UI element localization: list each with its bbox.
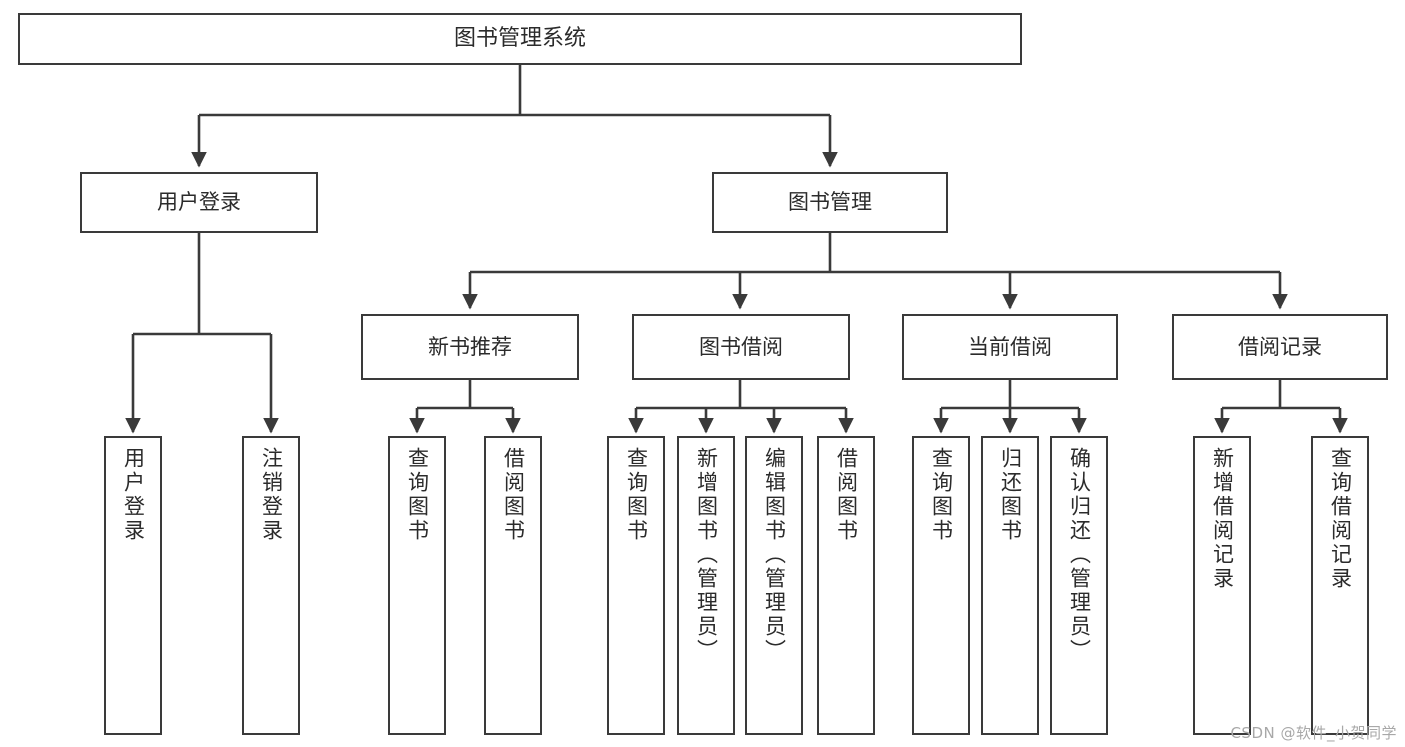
leaf-logout[interactable]: 注销登录 [242, 436, 300, 735]
leaf-borrow-book-recommend[interactable]: 借阅图书 [484, 436, 542, 735]
node-label: 查询图书 [929, 447, 954, 543]
node-label: 编辑图书（管理员） [762, 447, 787, 663]
node-label: 新书推荐 [428, 334, 512, 359]
leaf-query-book-borrow[interactable]: 查询图书 [607, 436, 665, 735]
node-label: 查询图书 [624, 447, 649, 543]
node-label: 图书管理 [788, 190, 872, 215]
node-label: 图书借阅 [699, 334, 783, 359]
node-label: 用户登录 [157, 190, 241, 215]
node-label: 借阅记录 [1238, 334, 1322, 359]
leaf-edit-book-admin[interactable]: 编辑图书（管理员） [745, 436, 803, 735]
leaf-confirm-return-admin[interactable]: 确认归还（管理员） [1050, 436, 1108, 735]
node-label: 图书管理系统 [453, 26, 586, 52]
node-borrow-record[interactable]: 借阅记录 [1172, 314, 1388, 380]
node-label: 新增图书（管理员） [694, 447, 719, 663]
node-root-system[interactable]: 图书管理系统 [18, 13, 1022, 65]
leaf-return-book[interactable]: 归还图书 [981, 436, 1039, 735]
node-label: 归还图书 [998, 447, 1023, 543]
node-current-borrow[interactable]: 当前借阅 [902, 314, 1118, 380]
node-label: 用户登录 [121, 447, 146, 543]
node-label: 借阅图书 [501, 447, 526, 543]
leaf-user-login[interactable]: 用户登录 [104, 436, 162, 735]
node-label: 新增借阅记录 [1210, 447, 1235, 591]
node-user-login[interactable]: 用户登录 [80, 172, 318, 233]
node-label: 借阅图书 [834, 447, 859, 543]
leaf-query-book-recommend[interactable]: 查询图书 [388, 436, 446, 735]
node-label: 查询图书 [405, 447, 430, 543]
leaf-add-borrow-record[interactable]: 新增借阅记录 [1193, 436, 1251, 735]
leaf-query-borrow-record[interactable]: 查询借阅记录 [1311, 436, 1369, 735]
node-label: 查询借阅记录 [1328, 447, 1353, 591]
node-label: 当前借阅 [968, 334, 1052, 359]
leaf-borrow-book[interactable]: 借阅图书 [817, 436, 875, 735]
node-label: 确认归还（管理员） [1067, 447, 1092, 663]
leaf-add-book-admin[interactable]: 新增图书（管理员） [677, 436, 735, 735]
node-book-borrow[interactable]: 图书借阅 [632, 314, 850, 380]
node-label: 注销登录 [259, 447, 284, 543]
leaf-query-book-current[interactable]: 查询图书 [912, 436, 970, 735]
node-new-book-recommend[interactable]: 新书推荐 [361, 314, 579, 380]
node-book-management[interactable]: 图书管理 [712, 172, 948, 233]
